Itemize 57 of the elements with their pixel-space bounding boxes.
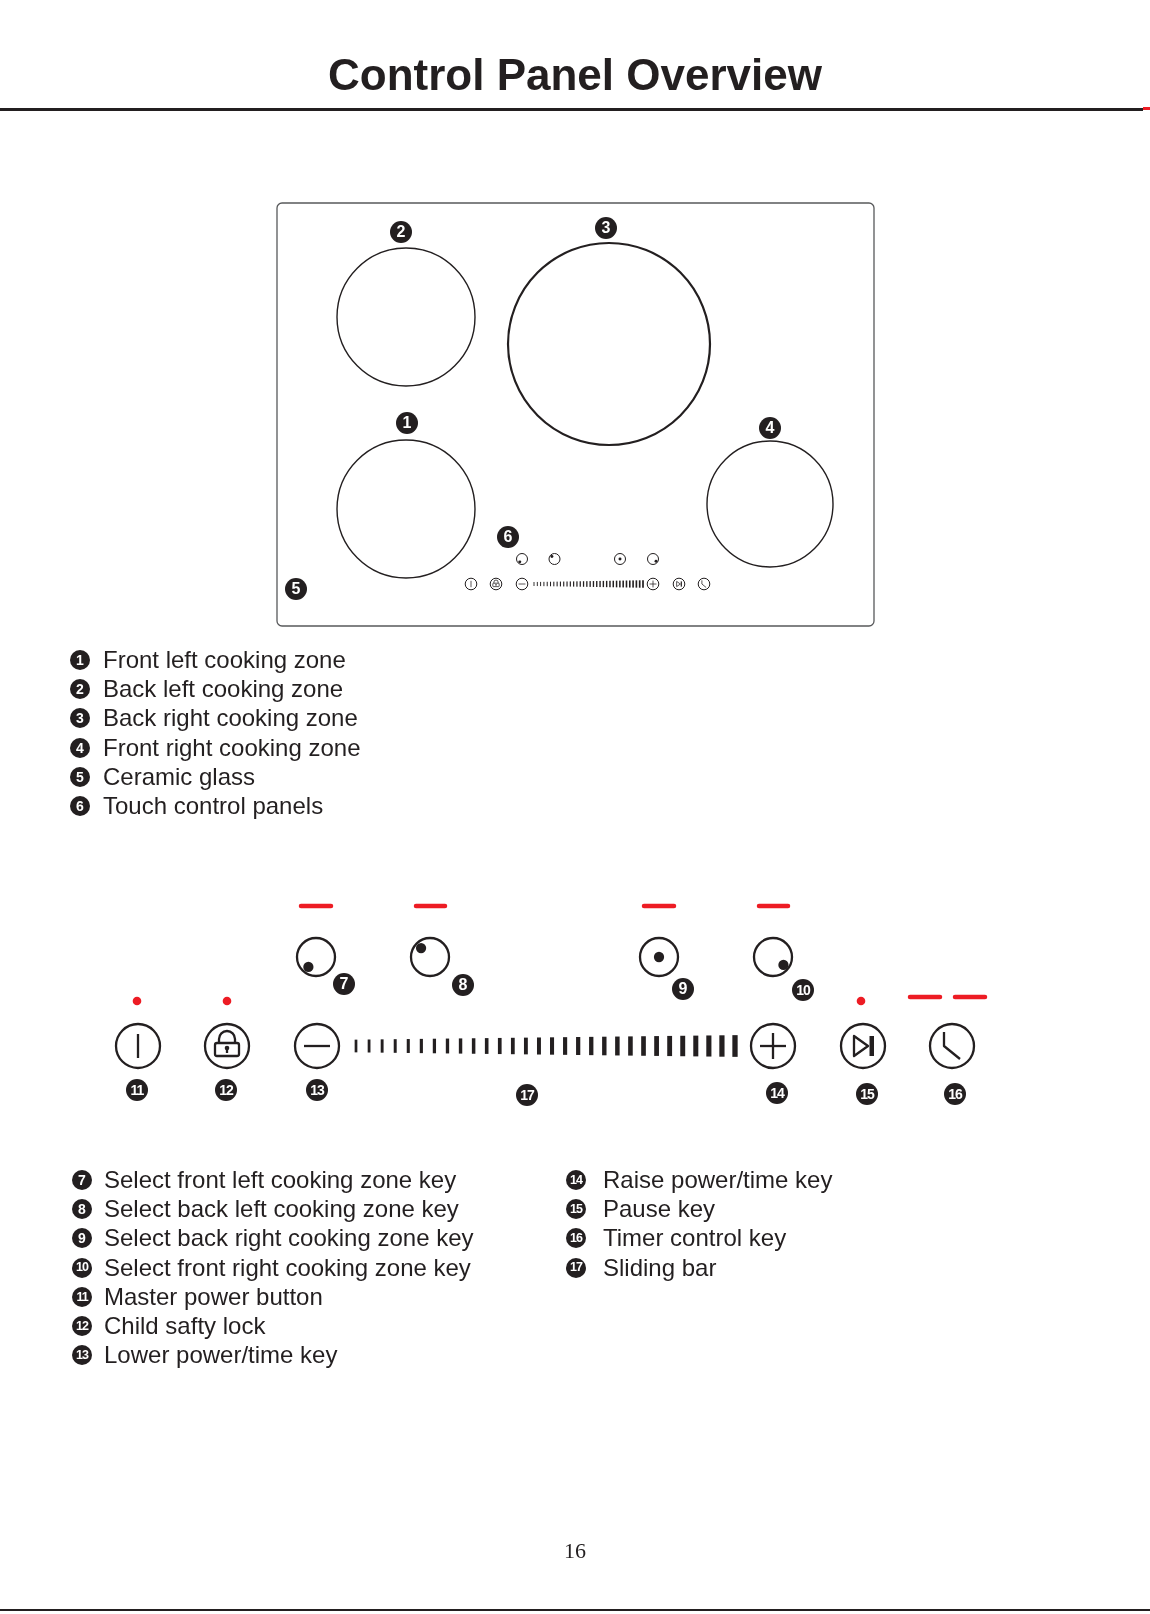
key-description: Sliding bar	[603, 1253, 717, 1282]
key-description: Pause key	[603, 1195, 716, 1223]
callout-number: 6	[497, 526, 519, 548]
key-description: Select front left cooking zone key	[104, 1166, 457, 1194]
key-description: Touch control panels	[103, 792, 324, 820]
callout-number: 1	[396, 412, 418, 434]
list-number: 14	[566, 1170, 586, 1190]
key-description: Select back left cooking zone key	[104, 1195, 459, 1223]
callout-number: 14	[766, 1082, 788, 1104]
key-description: Select back right cooking zone key	[104, 1224, 474, 1253]
list-number: 8	[72, 1199, 92, 1220]
list-number: 3	[70, 708, 90, 729]
key-description: Raise power/time key	[603, 1166, 833, 1194]
key-description: Lower power/time key	[104, 1341, 338, 1369]
list-number: 7	[72, 1170, 92, 1190]
list-number: 11	[72, 1286, 92, 1307]
page-title: Control Panel Overview	[328, 50, 822, 100]
list-number: 15	[566, 1199, 586, 1220]
callout-number: 3	[595, 217, 617, 239]
cooking-zone-ring	[336, 247, 476, 387]
key-description: Back left cooking zone	[103, 675, 344, 703]
callout-number: 10	[792, 979, 814, 1001]
list-number: 9	[72, 1228, 92, 1249]
callout-number: 16	[944, 1083, 966, 1105]
page-number: 16	[564, 1538, 586, 1564]
list-number: 5	[70, 766, 90, 787]
callout-number: 4	[759, 417, 781, 439]
list-number: 12	[72, 1316, 92, 1336]
cooking-zone-ring	[706, 440, 834, 568]
key-description: Child safty lock	[104, 1312, 266, 1340]
list-number: 13	[72, 1345, 92, 1366]
list-number: 4	[70, 737, 90, 758]
key-description: Ceramic glass	[103, 763, 256, 791]
key-description: Master power button	[104, 1283, 323, 1311]
callout-number: 13	[306, 1079, 328, 1101]
callout-number: 9	[672, 978, 694, 1000]
list-number: 10	[72, 1257, 92, 1278]
callout-number: 11	[126, 1079, 148, 1101]
callout-number: 7	[333, 973, 355, 995]
callout-number: 17	[516, 1084, 538, 1106]
callout-number: 15	[856, 1083, 878, 1105]
key-description: Timer control key	[603, 1224, 787, 1253]
list-number: 1	[70, 650, 90, 670]
key-description: Back right cooking zone	[103, 704, 358, 733]
list-number: 6	[70, 796, 90, 816]
cooking-zone-ring	[336, 439, 476, 579]
key-description: Front left cooking zone	[103, 646, 346, 674]
list-number: 2	[70, 679, 90, 700]
callout-number: 5	[285, 578, 307, 600]
key-description: Select front right cooking zone key	[104, 1253, 471, 1282]
list-number: 16	[566, 1228, 586, 1249]
callout-number: 12	[215, 1079, 237, 1101]
callout-number: 8	[452, 974, 474, 996]
list-number: 17	[566, 1257, 586, 1278]
cooking-zone-ring	[506, 241, 712, 447]
key-description: Front right cooking zone	[103, 733, 361, 762]
callout-number: 2	[390, 221, 412, 243]
